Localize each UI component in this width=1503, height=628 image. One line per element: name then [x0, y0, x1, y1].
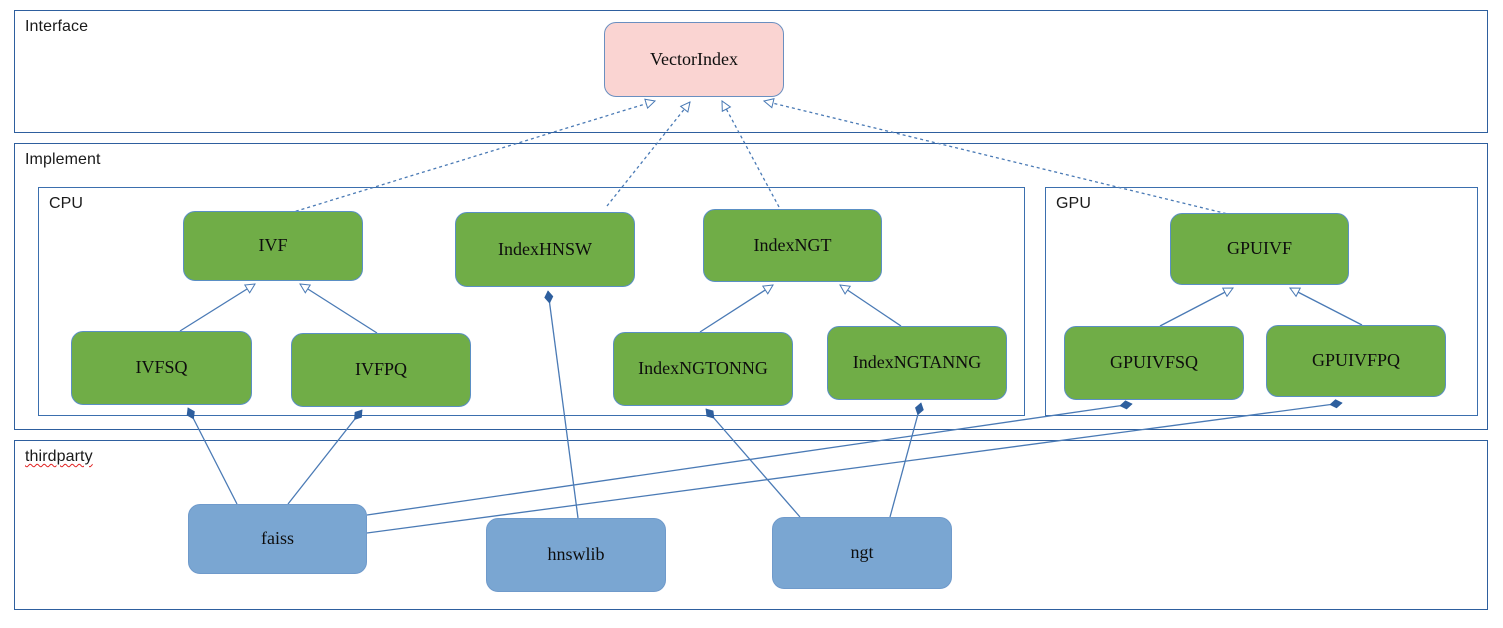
node-ivf[interactable]: IVF [183, 211, 363, 281]
group-label-implement: Implement [25, 151, 101, 168]
node-gpuivfpq[interactable]: GPUIVFPQ [1266, 325, 1446, 397]
node-vectorindex[interactable]: VectorIndex [604, 22, 784, 97]
node-hnswlib[interactable]: hnswlib [486, 518, 666, 592]
node-gpuivfsq[interactable]: GPUIVFSQ [1064, 326, 1244, 400]
group-label-interface: Interface [25, 18, 89, 35]
group-label-gpu: GPU [1056, 195, 1091, 212]
node-indexngtonng[interactable]: IndexNGTONNG [613, 332, 793, 406]
node-indexngt[interactable]: IndexNGT [703, 209, 882, 282]
group-label-thirdparty: thirdparty [25, 448, 93, 465]
node-indexhnsw[interactable]: IndexHNSW [455, 212, 635, 287]
node-ivfpq[interactable]: IVFPQ [291, 333, 471, 407]
node-gpuivf[interactable]: GPUIVF [1170, 213, 1349, 285]
node-ngt[interactable]: ngt [772, 517, 952, 589]
node-ivfsq[interactable]: IVFSQ [71, 331, 252, 405]
group-label-cpu: CPU [49, 195, 84, 212]
node-indexngtanng[interactable]: IndexNGTANNG [827, 326, 1007, 400]
node-faiss[interactable]: faiss [188, 504, 367, 574]
